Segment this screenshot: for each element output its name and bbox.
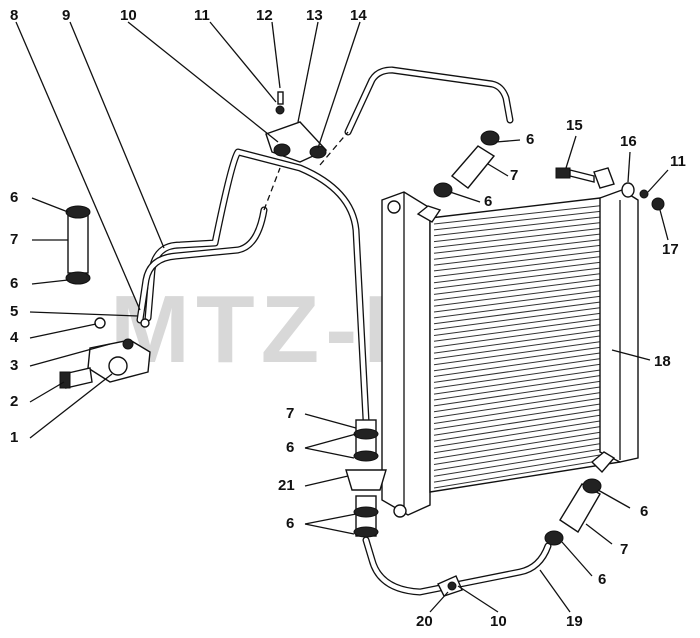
callout-6-upper-lower: 6 <box>484 193 492 210</box>
radiator-fin <box>433 395 617 424</box>
radiator-fin <box>433 231 617 254</box>
radiator-fin <box>433 350 617 377</box>
bolt-15-washers <box>555 167 665 211</box>
radiator-fin <box>433 327 617 354</box>
callout-9: 9 <box>62 7 70 24</box>
radiator-fin <box>433 265 617 289</box>
callout-11-right: 11 <box>670 153 686 170</box>
filter-fitting-21 <box>345 419 387 538</box>
radiator-fin <box>433 451 617 483</box>
radiator-fin <box>433 344 617 372</box>
callout-13: 13 <box>306 7 323 24</box>
radiator-fin <box>433 243 617 266</box>
callout-6-middle-bottom: 6 <box>286 515 294 532</box>
radiator-fin <box>433 282 617 307</box>
radiator-fin <box>433 226 617 248</box>
callout-1: 1 <box>10 429 18 446</box>
radiator-fin <box>433 203 617 225</box>
hose-lower-right <box>544 478 602 546</box>
callout-8: 8 <box>10 7 18 24</box>
radiator-fin <box>433 316 617 342</box>
callout-7-lower: 7 <box>620 541 628 558</box>
radiator-fin <box>433 276 617 301</box>
radiator-fin <box>433 446 617 477</box>
radiator-fin <box>433 293 617 319</box>
radiator-fin <box>433 209 617 231</box>
callout-10-top: 10 <box>120 7 137 24</box>
callout-10-bottom: 10 <box>490 613 507 630</box>
radiator-fin <box>433 429 617 460</box>
callout-3: 3 <box>10 357 18 374</box>
hose-left <box>65 205 91 285</box>
radiator-fin <box>433 406 617 436</box>
radiator-fin <box>433 355 617 383</box>
callout-4: 4 <box>10 329 19 346</box>
oil-pipes <box>136 66 613 596</box>
callout-12: 12 <box>256 7 273 24</box>
radiator-fin <box>433 305 617 331</box>
clamp-20 <box>437 575 463 597</box>
oil-cooler-radiator <box>381 189 639 518</box>
radiator-fin <box>433 423 617 454</box>
callout-5: 5 <box>10 303 18 320</box>
callout-6-upper-hose: 6 <box>526 131 534 148</box>
radiator-fin <box>433 299 617 325</box>
radiator-fin <box>433 220 617 243</box>
radiator-fin <box>433 259 617 284</box>
callout-20: 20 <box>416 613 433 630</box>
radiator-fin <box>433 254 617 278</box>
callout-21: 21 <box>278 477 295 494</box>
radiator-fin <box>433 434 617 465</box>
leader-lines <box>15 21 669 613</box>
callout-6-middle-top: 6 <box>286 439 294 456</box>
callout-19: 19 <box>566 613 583 630</box>
radiator-fin <box>433 333 617 360</box>
radiator-fin <box>433 339 617 366</box>
radiator-fin <box>433 367 617 395</box>
callout-6-left-bottom: 6 <box>10 275 18 292</box>
radiator-fin <box>433 378 617 407</box>
radiator-fin <box>433 440 617 471</box>
callout-18: 18 <box>654 353 671 370</box>
radiator-fin <box>433 288 617 313</box>
radiator-fin <box>433 237 617 260</box>
hose-upper-right <box>433 130 500 198</box>
radiator-fin <box>433 271 617 295</box>
radiator-fin <box>433 418 617 448</box>
radiator-fin <box>433 322 617 348</box>
callout-14: 14 <box>350 7 367 24</box>
radiator-fin <box>433 457 617 489</box>
callout-6-lower-left: 6 <box>598 571 606 588</box>
radiator-fin <box>433 372 617 401</box>
radiator-fin <box>433 361 617 389</box>
callout-11-top: 11 <box>194 7 210 24</box>
bracket-13 <box>265 91 328 163</box>
connector-block <box>59 317 151 389</box>
callout-7-left: 7 <box>10 231 18 248</box>
callout-15: 15 <box>566 117 583 134</box>
callout-17: 17 <box>662 241 679 258</box>
callout-16: 16 <box>620 133 637 150</box>
radiator-fin <box>433 384 617 413</box>
callout-6-left-top: 6 <box>10 189 18 206</box>
callout-6-lower-right: 6 <box>640 503 648 520</box>
callout-2: 2 <box>10 393 18 410</box>
radiator-fin <box>433 401 617 430</box>
radiator-fin <box>433 248 617 272</box>
radiator-fin <box>433 214 617 237</box>
callout-labels: 8 9 10 11 12 13 14 6 7 6 5 4 3 2 1 6 7 6… <box>10 7 686 630</box>
radiator-fin <box>433 389 617 419</box>
radiator-fin <box>433 412 617 442</box>
callout-7-upper: 7 <box>510 167 518 184</box>
radiator-fin <box>433 310 617 336</box>
radiator-fins <box>433 203 617 489</box>
callout-7-middle: 7 <box>286 405 294 422</box>
